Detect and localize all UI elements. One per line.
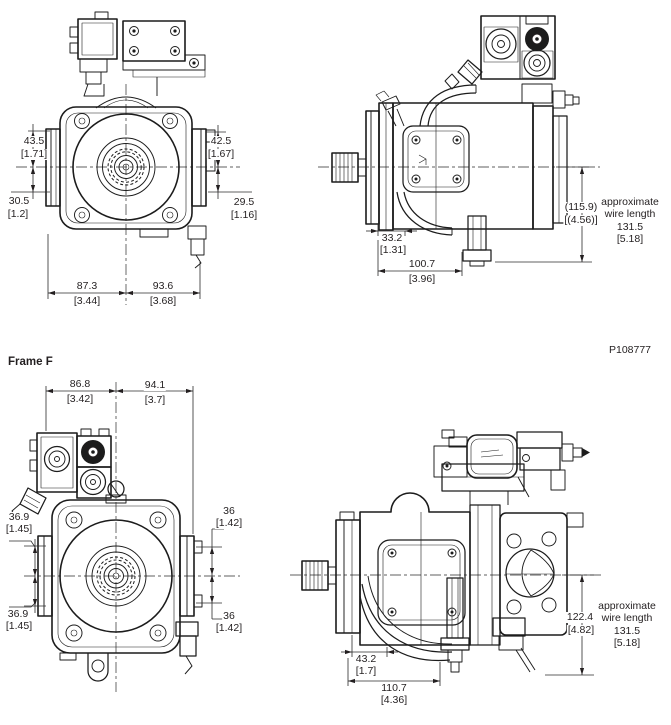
pump-body-side-f bbox=[335, 492, 584, 673]
part-number: P108777 bbox=[608, 344, 652, 356]
dim-ts-height-mm: (115.9) bbox=[563, 201, 599, 214]
control-module-top-f bbox=[433, 429, 590, 512]
dim-bs-height-mm: 122.4 bbox=[565, 611, 595, 624]
dim-bf-right-top-in: [1.42] bbox=[214, 517, 244, 530]
shaft-spline-f bbox=[301, 560, 337, 591]
frame-f-label: Frame F bbox=[8, 356, 53, 368]
dimension-lines-bottom-side bbox=[341, 574, 594, 686]
dim-bf-right-top-mm: 36 bbox=[222, 505, 236, 518]
dim-tf-right-top-in: [1.67] bbox=[206, 148, 236, 161]
dim-bs-length-mm: 110.7 bbox=[380, 682, 408, 695]
pump-body-front bbox=[45, 106, 216, 269]
dim-tf-bottom-right-in: [3.68] bbox=[148, 295, 178, 308]
dim-bf-right-bottom-mm: 36 bbox=[222, 610, 236, 623]
pump-body-side bbox=[365, 84, 580, 267]
solenoid-module bbox=[444, 15, 556, 104]
dimension-lines-top-side bbox=[366, 166, 592, 276]
wire-note-line: [5.18] bbox=[613, 636, 641, 649]
dim-ts-offset-in: [1.31] bbox=[378, 244, 408, 257]
wire-length-note-top: approximate wire length 131.5 [5.18] bbox=[601, 196, 659, 246]
dim-ts-offset-mm: 33.2 bbox=[380, 232, 404, 245]
dimension-lines-top-front bbox=[11, 124, 252, 299]
dim-tf-right-bottom-in: [1.16] bbox=[229, 209, 259, 222]
dim-bf-top-right-in: [3.7] bbox=[143, 394, 167, 407]
pump-body-front-f bbox=[37, 480, 203, 682]
dim-bf-right-bottom-in: [1.42] bbox=[214, 622, 244, 635]
control-module-top bbox=[69, 11, 206, 109]
wire-note-line: 131.5 bbox=[613, 624, 641, 637]
wire-note-line: [5.18] bbox=[616, 232, 644, 245]
dim-bf-left-top-mm: 36.9 bbox=[7, 511, 31, 524]
dim-bf-left-top-in: [1.45] bbox=[4, 523, 34, 536]
top-front-view bbox=[11, 11, 252, 305]
dim-bf-left-bottom-mm: 36.9 bbox=[6, 608, 30, 621]
dim-ts-length-in: [3.96] bbox=[407, 273, 437, 286]
wire-note-line: approximate bbox=[601, 196, 659, 208]
dim-bf-top-left-in: [3.42] bbox=[65, 393, 95, 406]
dimension-lines-bottom-front bbox=[9, 386, 224, 620]
dim-tf-bottom-left-mm: 87.3 bbox=[75, 280, 99, 293]
wire-note-line: wire length bbox=[604, 208, 656, 221]
dim-tf-left-bottom-mm: 30.5 bbox=[7, 195, 31, 208]
dim-tf-left-bottom-in: [1.2] bbox=[6, 208, 30, 221]
wire-note-line: 131.5 bbox=[616, 220, 644, 233]
dim-bf-top-right-mm: 94.1 bbox=[143, 379, 167, 392]
bottom-front-view bbox=[9, 382, 240, 692]
wire-note-line: approximate bbox=[598, 600, 656, 612]
dim-tf-right-top-mm: 42.5 bbox=[209, 135, 233, 148]
wire-length-note-bottom: approximate wire length 131.5 [5.18] bbox=[598, 600, 656, 650]
dim-bs-height-in: [4.82] bbox=[566, 624, 596, 637]
dim-bf-left-bottom-in: [1.45] bbox=[4, 620, 34, 633]
dim-bs-length-in: [4.36] bbox=[379, 694, 409, 707]
bottom-side-view bbox=[290, 429, 602, 686]
dim-tf-left-top-in: [1.71] bbox=[19, 148, 49, 161]
dim-tf-right-bottom-mm: 29.5 bbox=[232, 196, 256, 209]
wire-note-line: wire length bbox=[601, 612, 653, 625]
dim-tf-bottom-right-mm: 93.6 bbox=[151, 280, 175, 293]
dim-bf-top-left-mm: 86.8 bbox=[68, 378, 92, 391]
dim-bs-offset-in: [1.7] bbox=[354, 665, 378, 678]
dim-bs-offset-mm: 43.2 bbox=[354, 653, 378, 666]
dim-tf-bottom-left-in: [3.44] bbox=[72, 295, 102, 308]
dim-ts-height-in: [(4.56)] bbox=[563, 214, 599, 227]
top-side-view bbox=[318, 15, 600, 276]
dim-ts-length-mm: 100.7 bbox=[407, 258, 437, 271]
control-module-left bbox=[11, 428, 121, 521]
dim-tf-left-top-mm: 43.5 bbox=[22, 135, 46, 148]
shaft-spline bbox=[331, 152, 367, 183]
